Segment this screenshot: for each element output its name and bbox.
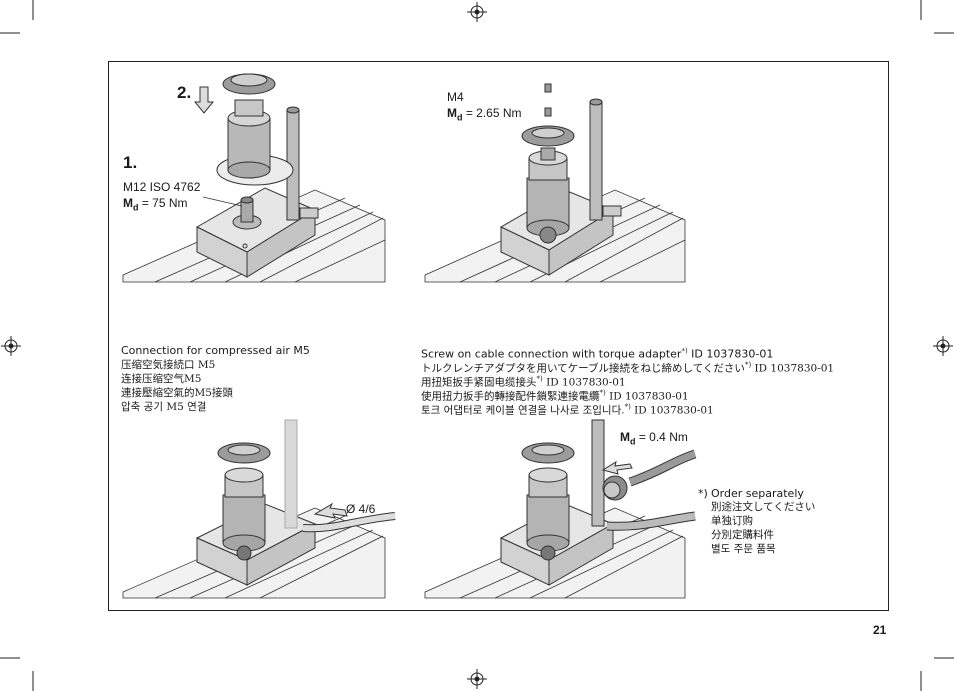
- torque-symbol: M: [123, 196, 133, 210]
- cable-connection-ja-id: ID 1037830-01: [751, 362, 835, 375]
- content-frame: [108, 61, 889, 611]
- torque-subscript: d: [630, 436, 636, 447]
- registration-mark-right: [933, 336, 953, 356]
- air-connection-en: Connection for compressed air M5: [121, 344, 310, 357]
- cable-connection-tw: 使用扭力扳手的轉接配件鎖緊連接電纜*) ID 1037830-01: [421, 386, 689, 404]
- cable-connection-en: Screw on cable connection with torque ad…: [421, 344, 773, 362]
- footnote-ref: *): [536, 375, 543, 383]
- footnote-mark: *): [698, 487, 708, 500]
- footnote-zh: 单独订购: [711, 515, 753, 527]
- cable-torque-label: Md = 0.4 Nm: [620, 429, 688, 449]
- cable-connection-zh-id: ID 1037830-01: [542, 376, 626, 389]
- torque-value: = 75 Nm: [138, 196, 188, 210]
- air-connection-tw: 連接壓縮空氣的M5接頭: [121, 387, 233, 399]
- footnote-ja: 別途注文してください: [711, 501, 816, 513]
- torque-value: = 0.4 Nm: [635, 430, 688, 444]
- footnote-ko: 별도 주문 품목: [711, 543, 776, 555]
- registration-mark-top: [467, 2, 487, 22]
- air-connection-illustration: [122, 419, 396, 599]
- torque-subscript: d: [133, 202, 139, 213]
- step-2-label: 2.: [177, 83, 192, 102]
- registration-mark-left: [1, 336, 21, 356]
- cable-connection-ja-text: トルクレンチアダプタを用いてケーブル接続をねじ締めしてください: [421, 362, 745, 375]
- air-connection-ja: 压缩空気接続口 M5: [121, 359, 216, 371]
- torque-symbol: M: [620, 430, 630, 444]
- page-number: 21: [873, 623, 887, 637]
- cable-connection-ja: トルクレンチアダプタを用いてケーブル接続をねじ締めしてください*) ID 103…: [421, 358, 834, 376]
- cable-connection-tw-id: ID 1037830-01: [605, 390, 689, 403]
- footnote-ref: *): [624, 403, 631, 411]
- footnote-tw: 分別定購料件: [711, 529, 774, 541]
- cable-connection-ko: 토크 어댑터로 케이블 연결을 나사로 조입니다.*) ID 1037830-0…: [421, 400, 714, 418]
- screw-torque-label: Md = 2.65 Nm: [447, 105, 522, 125]
- cable-connection-en-text: Screw on cable connection with torque ad…: [421, 347, 682, 361]
- air-connection-ko: 압축 공기 M5 연결: [121, 401, 207, 413]
- footnote-ref: *): [599, 389, 606, 397]
- cable-connection-ko-text: 토크 어댑터로 케이블 연결을 나사로 조입니다.: [421, 404, 625, 417]
- footnote-en: Order separately: [711, 487, 804, 500]
- footnote-ref: *): [744, 361, 752, 369]
- cable-connection-ko-id: ID 1037830-01: [630, 404, 714, 417]
- cable-connection-illustration: [424, 419, 697, 599]
- bolt-spec-label: M12 ISO 4762: [123, 180, 201, 194]
- cable-connection-zh-text: 用扭矩扳手紧固电缆接头: [421, 376, 537, 389]
- registration-mark-bottom: [467, 669, 487, 689]
- step-1-label: 1.: [123, 153, 138, 172]
- mounting-illustration-2: [424, 83, 686, 283]
- mounting-illustration-1: [122, 73, 386, 283]
- torque-symbol: M: [447, 106, 457, 120]
- cable-connection-tw-text: 使用扭力扳手的轉接配件鎖緊連接電纜: [421, 390, 600, 403]
- hose-diameter-label: Ø 4/6: [346, 502, 376, 516]
- bolt-torque-label: Md = 75 Nm: [123, 195, 188, 215]
- torque-subscript: d: [457, 112, 463, 123]
- screw-spec-label: M4: [447, 90, 464, 104]
- cable-connection-en-id: ID 1037830-01: [687, 347, 774, 361]
- footnote-ref: *): [681, 347, 688, 355]
- torque-value: = 2.65 Nm: [462, 106, 522, 120]
- cable-connection-zh: 用扭矩扳手紧固电缆接头*) ID 1037830-01: [421, 372, 626, 390]
- air-connection-zh: 连接压缩空气M5: [121, 373, 202, 385]
